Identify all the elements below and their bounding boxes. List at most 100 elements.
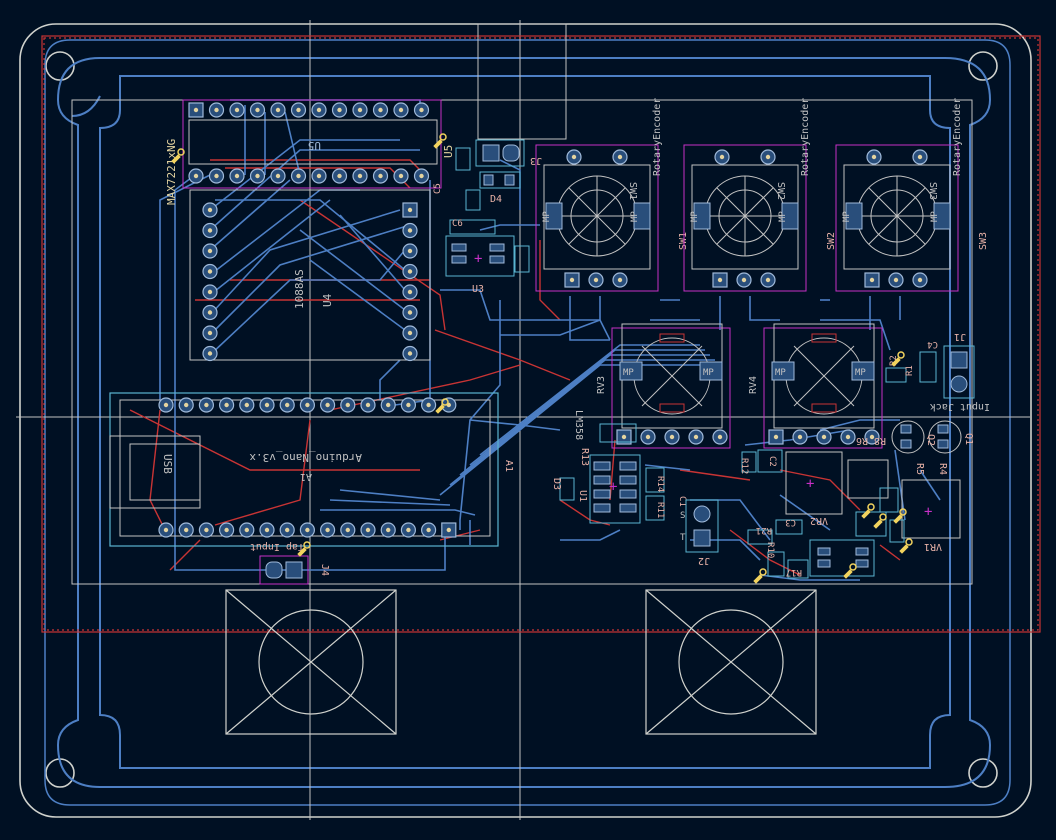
drc-dot	[879, 513, 887, 521]
r11-label: R11	[655, 502, 665, 518]
drc-arrow	[435, 404, 445, 414]
sw-value-label: RotaryEncoder	[952, 98, 963, 176]
pot-marking	[659, 403, 685, 413]
drill-hole	[264, 402, 270, 408]
drill-hole	[765, 277, 771, 283]
drill-hole	[669, 434, 675, 440]
drc-marker-icon[interactable]	[435, 398, 449, 414]
mounting-hole-br	[968, 758, 998, 788]
drill-hole	[741, 277, 747, 283]
input-jack-label: Input Jack	[930, 401, 990, 412]
c3-label: C3	[785, 517, 796, 527]
r1-label: R1	[905, 365, 915, 376]
u1-lm358[interactable]: + LM358 U1 R13 D3 R14 R11 C1	[551, 410, 687, 524]
pot-cross	[641, 345, 703, 407]
u4-1088as-footprint[interactable]: 1088AS U4	[189, 189, 431, 362]
drc-dot	[759, 568, 767, 576]
encoder-courtyard	[535, 144, 659, 292]
vr1-label: VR1	[924, 541, 942, 552]
drc-marker-icon[interactable]	[893, 508, 907, 524]
arduino-nano-footprint[interactable]: USB Arduino_Nano_v3.x A1 A1	[109, 392, 514, 547]
mounting-pad[interactable]	[851, 361, 875, 381]
drc-marker-icon[interactable]	[873, 513, 887, 529]
arduino-ref-label-2: A1	[503, 460, 514, 472]
u4-ref-label: U4	[321, 293, 334, 307]
mounting-pad[interactable]	[781, 202, 799, 230]
r17-label: R17	[786, 567, 802, 577]
c6-label: C6	[452, 219, 463, 229]
transistors-q1-q2[interactable]: Q1 Q2 R4 R5 R6 R8	[856, 420, 974, 475]
sw-silk-label: SW3	[978, 232, 989, 250]
mounting-pad[interactable]	[933, 202, 951, 230]
drc-marker-icon[interactable]	[433, 133, 447, 149]
vr2-label: VR2	[810, 515, 828, 526]
drc-marker-icon[interactable]	[861, 503, 875, 519]
r8-label: R8	[874, 435, 886, 446]
mounting-pad[interactable]	[619, 361, 643, 381]
drill-hole	[214, 107, 219, 113]
mounting-pad[interactable]	[693, 202, 711, 230]
regulator-cluster[interactable]: D4 + U3 C5 C6	[433, 147, 530, 295]
drc-marker-icon[interactable]	[171, 148, 185, 164]
r14-label: R14	[655, 476, 665, 492]
drill-hole	[296, 107, 301, 113]
drill-hole	[593, 277, 599, 283]
drc-marker-icon[interactable]	[843, 563, 857, 579]
drill-hole	[407, 351, 413, 356]
drill-hole	[821, 434, 827, 440]
mounting-pad[interactable]	[845, 202, 863, 230]
drill-hole	[407, 310, 413, 315]
mounting-pad[interactable]	[633, 202, 651, 230]
drill-hole	[264, 527, 270, 533]
c4-label: C4	[927, 339, 938, 349]
svg-text:+: +	[474, 251, 482, 267]
sw-value-label: RotaryEncoder	[800, 98, 811, 176]
mp-label: MP	[775, 368, 786, 378]
mounting-pad[interactable]	[771, 361, 795, 381]
drill-hole	[419, 173, 424, 179]
j4-tap-input[interactable]: Tap Input J4	[250, 541, 330, 585]
d3-label: D3	[551, 478, 562, 490]
q2-label: Q2	[925, 434, 936, 446]
drill-hole	[571, 154, 577, 160]
drc-arrow	[297, 547, 307, 557]
mounting-pad[interactable]	[699, 361, 723, 381]
drc-dot	[897, 351, 905, 359]
drill-hole	[204, 402, 209, 408]
drill-hole	[407, 269, 413, 274]
drill-hole	[407, 289, 413, 295]
drc-marker-icon[interactable]	[891, 351, 905, 367]
drc-marker-icon[interactable]	[753, 568, 767, 584]
vr-regulators[interactable]: + + VR1 VR2	[785, 451, 961, 552]
drill-hole	[296, 173, 301, 179]
j2-connector[interactable]: S T J2	[680, 499, 719, 566]
drill-hole	[407, 330, 413, 336]
d4-label: D4	[490, 194, 502, 205]
lm358-label: LM358	[573, 410, 584, 440]
j1-input-jack[interactable]: J1 Input Jack C4 R2 R1	[885, 331, 990, 412]
drill-hole	[337, 107, 342, 113]
drill-hole	[365, 527, 371, 533]
drc-marker-icon[interactable]	[297, 541, 311, 557]
pot-courtyard	[763, 327, 883, 449]
mp-label: MP	[855, 368, 866, 378]
mounting-pad[interactable]	[545, 202, 563, 230]
r5-label: R5	[914, 463, 925, 475]
drill-hole	[773, 434, 779, 440]
drill-hole	[325, 527, 330, 533]
svg-text:+: +	[806, 476, 814, 492]
drc-markers[interactable]	[171, 133, 913, 584]
u5-max7221-footprint[interactable]: U5 MAX7221xNG U5	[165, 99, 455, 205]
smd-cluster[interactable]	[741, 449, 905, 579]
pot-ref-label: RV4	[748, 376, 759, 394]
drc-arrow	[893, 514, 903, 524]
drc-marker-icon[interactable]	[899, 538, 913, 554]
pot-rv4[interactable]: MP MP RV4	[748, 323, 883, 449]
